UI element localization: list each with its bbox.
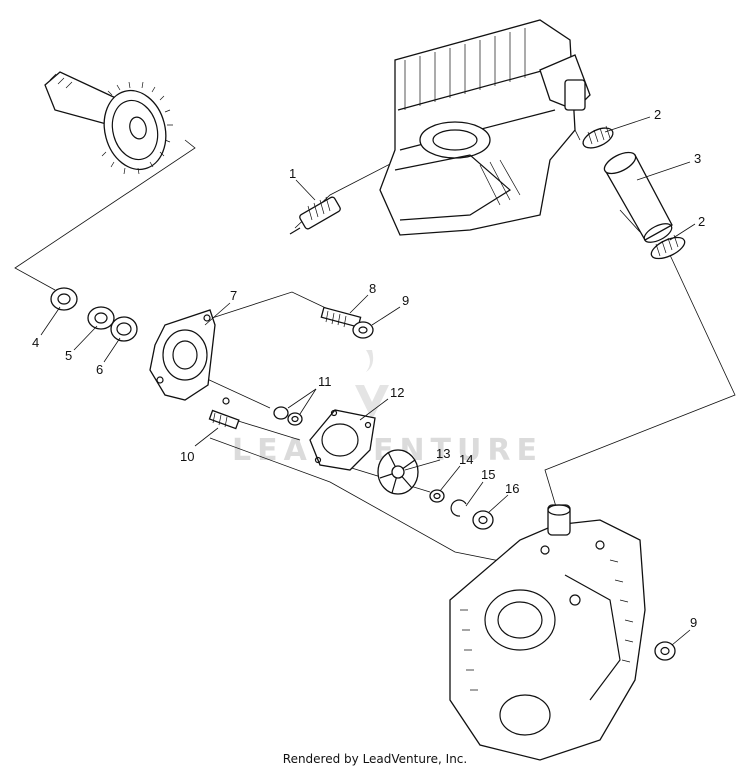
bearing (50, 287, 78, 311)
assembly-lines (14, 119, 736, 571)
callout-11: 11 (318, 374, 332, 389)
nut-lower (654, 641, 676, 661)
callout-9-lower: 9 (690, 615, 697, 630)
callout-6: 6 (96, 362, 103, 377)
coolant-hose (603, 151, 673, 243)
callout-8: 8 (369, 281, 376, 296)
pump-drive-gear (44, 71, 173, 175)
callout-labels: 1 2 3 2 4 5 6 7 8 9 11 12 10 13 14 15 16… (32, 107, 705, 630)
bushing (87, 306, 115, 330)
callout-7: 7 (230, 288, 237, 303)
stud-upper (320, 306, 362, 328)
callout-2-lower: 2 (698, 214, 705, 229)
callout-15: 15 (481, 467, 495, 482)
impeller-nut (472, 510, 494, 530)
hose-clamp-lower (650, 234, 686, 260)
callout-5: 5 (65, 348, 72, 363)
callout-4: 4 (32, 335, 39, 350)
callout-13: 13 (436, 446, 450, 461)
callout-2-upper: 2 (654, 107, 661, 122)
stud-lower (208, 409, 240, 430)
cylinder-engine (379, 19, 591, 236)
callout-10: 10 (180, 449, 194, 464)
o-rings (273, 406, 303, 426)
impeller (377, 449, 419, 495)
washer (429, 489, 445, 503)
spark-plug (289, 196, 341, 235)
callout-14: 14 (459, 452, 473, 467)
oil-seal (110, 316, 138, 342)
nut-upper (352, 321, 374, 339)
hose-clamp-upper (582, 125, 614, 149)
callout-12: 12 (390, 385, 404, 400)
footer-credit: Rendered by LeadVenture, Inc. (282, 752, 468, 766)
water-pump-housing (149, 309, 230, 405)
crankcase (449, 504, 646, 761)
callout-16: 16 (505, 481, 519, 496)
callout-leaders (40, 116, 696, 646)
callout-1: 1 (289, 166, 296, 181)
pump-gasket (309, 409, 376, 471)
callout-3: 3 (694, 151, 701, 166)
circlip (450, 499, 467, 517)
callout-9-upper: 9 (402, 293, 409, 308)
